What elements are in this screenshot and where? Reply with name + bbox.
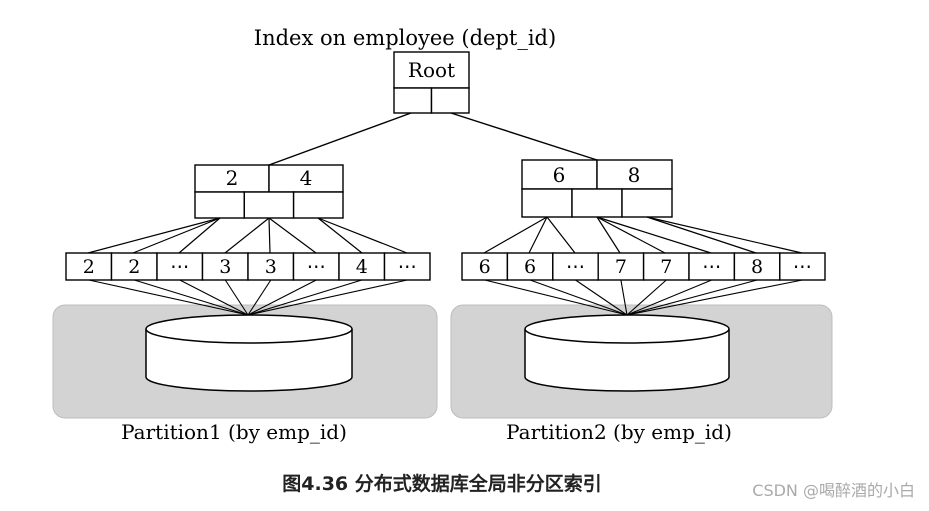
leaf-node-1: 2 2 ⋯ 3 3 ⋯ 4 ⋯ bbox=[65, 252, 431, 281]
leaf-edges-1 bbox=[87, 217, 408, 254]
root-node: Root bbox=[393, 51, 470, 114]
leaf-entry: ⋯ bbox=[170, 256, 189, 278]
leaf-entry: 2 bbox=[83, 256, 95, 278]
leaf-entry: 2 bbox=[128, 256, 140, 278]
figure-caption: 图4.36 分布式数据库全局非分区索引 bbox=[282, 472, 602, 495]
leaf-to-partition-edges-1 bbox=[88, 279, 408, 316]
partition-label-2: Partition2 (by emp_id) bbox=[506, 420, 732, 444]
branch-2: 6 8 6 6 ⋯ 7 7 ⋯ 8 bbox=[450, 159, 833, 444]
leaf-entry: ⋯ bbox=[307, 256, 326, 278]
database-cylinder-2 bbox=[524, 314, 730, 392]
leaf-to-partition-edges-2 bbox=[484, 279, 803, 316]
leaf-entry: ⋯ bbox=[398, 256, 417, 278]
root-label: Root bbox=[408, 58, 455, 82]
leaf-entry: 3 bbox=[265, 256, 277, 278]
index-title: Index on employee (dept_id) bbox=[254, 26, 556, 50]
database-cylinder-1 bbox=[145, 314, 353, 392]
leaf-entry: ⋯ bbox=[566, 256, 585, 278]
internal-key: 6 bbox=[553, 163, 566, 187]
leaf-entry: 6 bbox=[524, 256, 536, 278]
internal-node-1: 2 4 bbox=[194, 164, 344, 219]
leaf-entry: 6 bbox=[479, 256, 491, 278]
leaf-entry: 7 bbox=[660, 256, 672, 278]
edge-root-right bbox=[450, 112, 598, 161]
edge-root-left bbox=[268, 112, 412, 166]
partition-label-1: Partition1 (by emp_id) bbox=[121, 420, 347, 444]
leaf-edges-2 bbox=[483, 216, 803, 254]
leaf-entry: 8 bbox=[751, 256, 763, 278]
internal-node-2: 6 8 bbox=[521, 159, 673, 218]
leaf-entry: 7 bbox=[615, 256, 627, 278]
leaf-entry: ⋯ bbox=[793, 256, 812, 278]
leaf-node-2: 6 6 ⋯ 7 7 ⋯ 8 ⋯ bbox=[461, 252, 826, 281]
internal-key: 4 bbox=[300, 166, 313, 190]
branch-1: 2 4 2 2 ⋯ 3 3 ⋯ 4 bbox=[52, 164, 438, 444]
internal-key: 8 bbox=[628, 163, 641, 187]
leaf-entry: 3 bbox=[219, 256, 231, 278]
leaf-entry: 4 bbox=[356, 256, 368, 278]
watermark: CSDN @喝醉酒的小白 bbox=[752, 481, 915, 500]
leaf-entry: ⋯ bbox=[702, 256, 721, 278]
internal-key: 2 bbox=[226, 166, 239, 190]
